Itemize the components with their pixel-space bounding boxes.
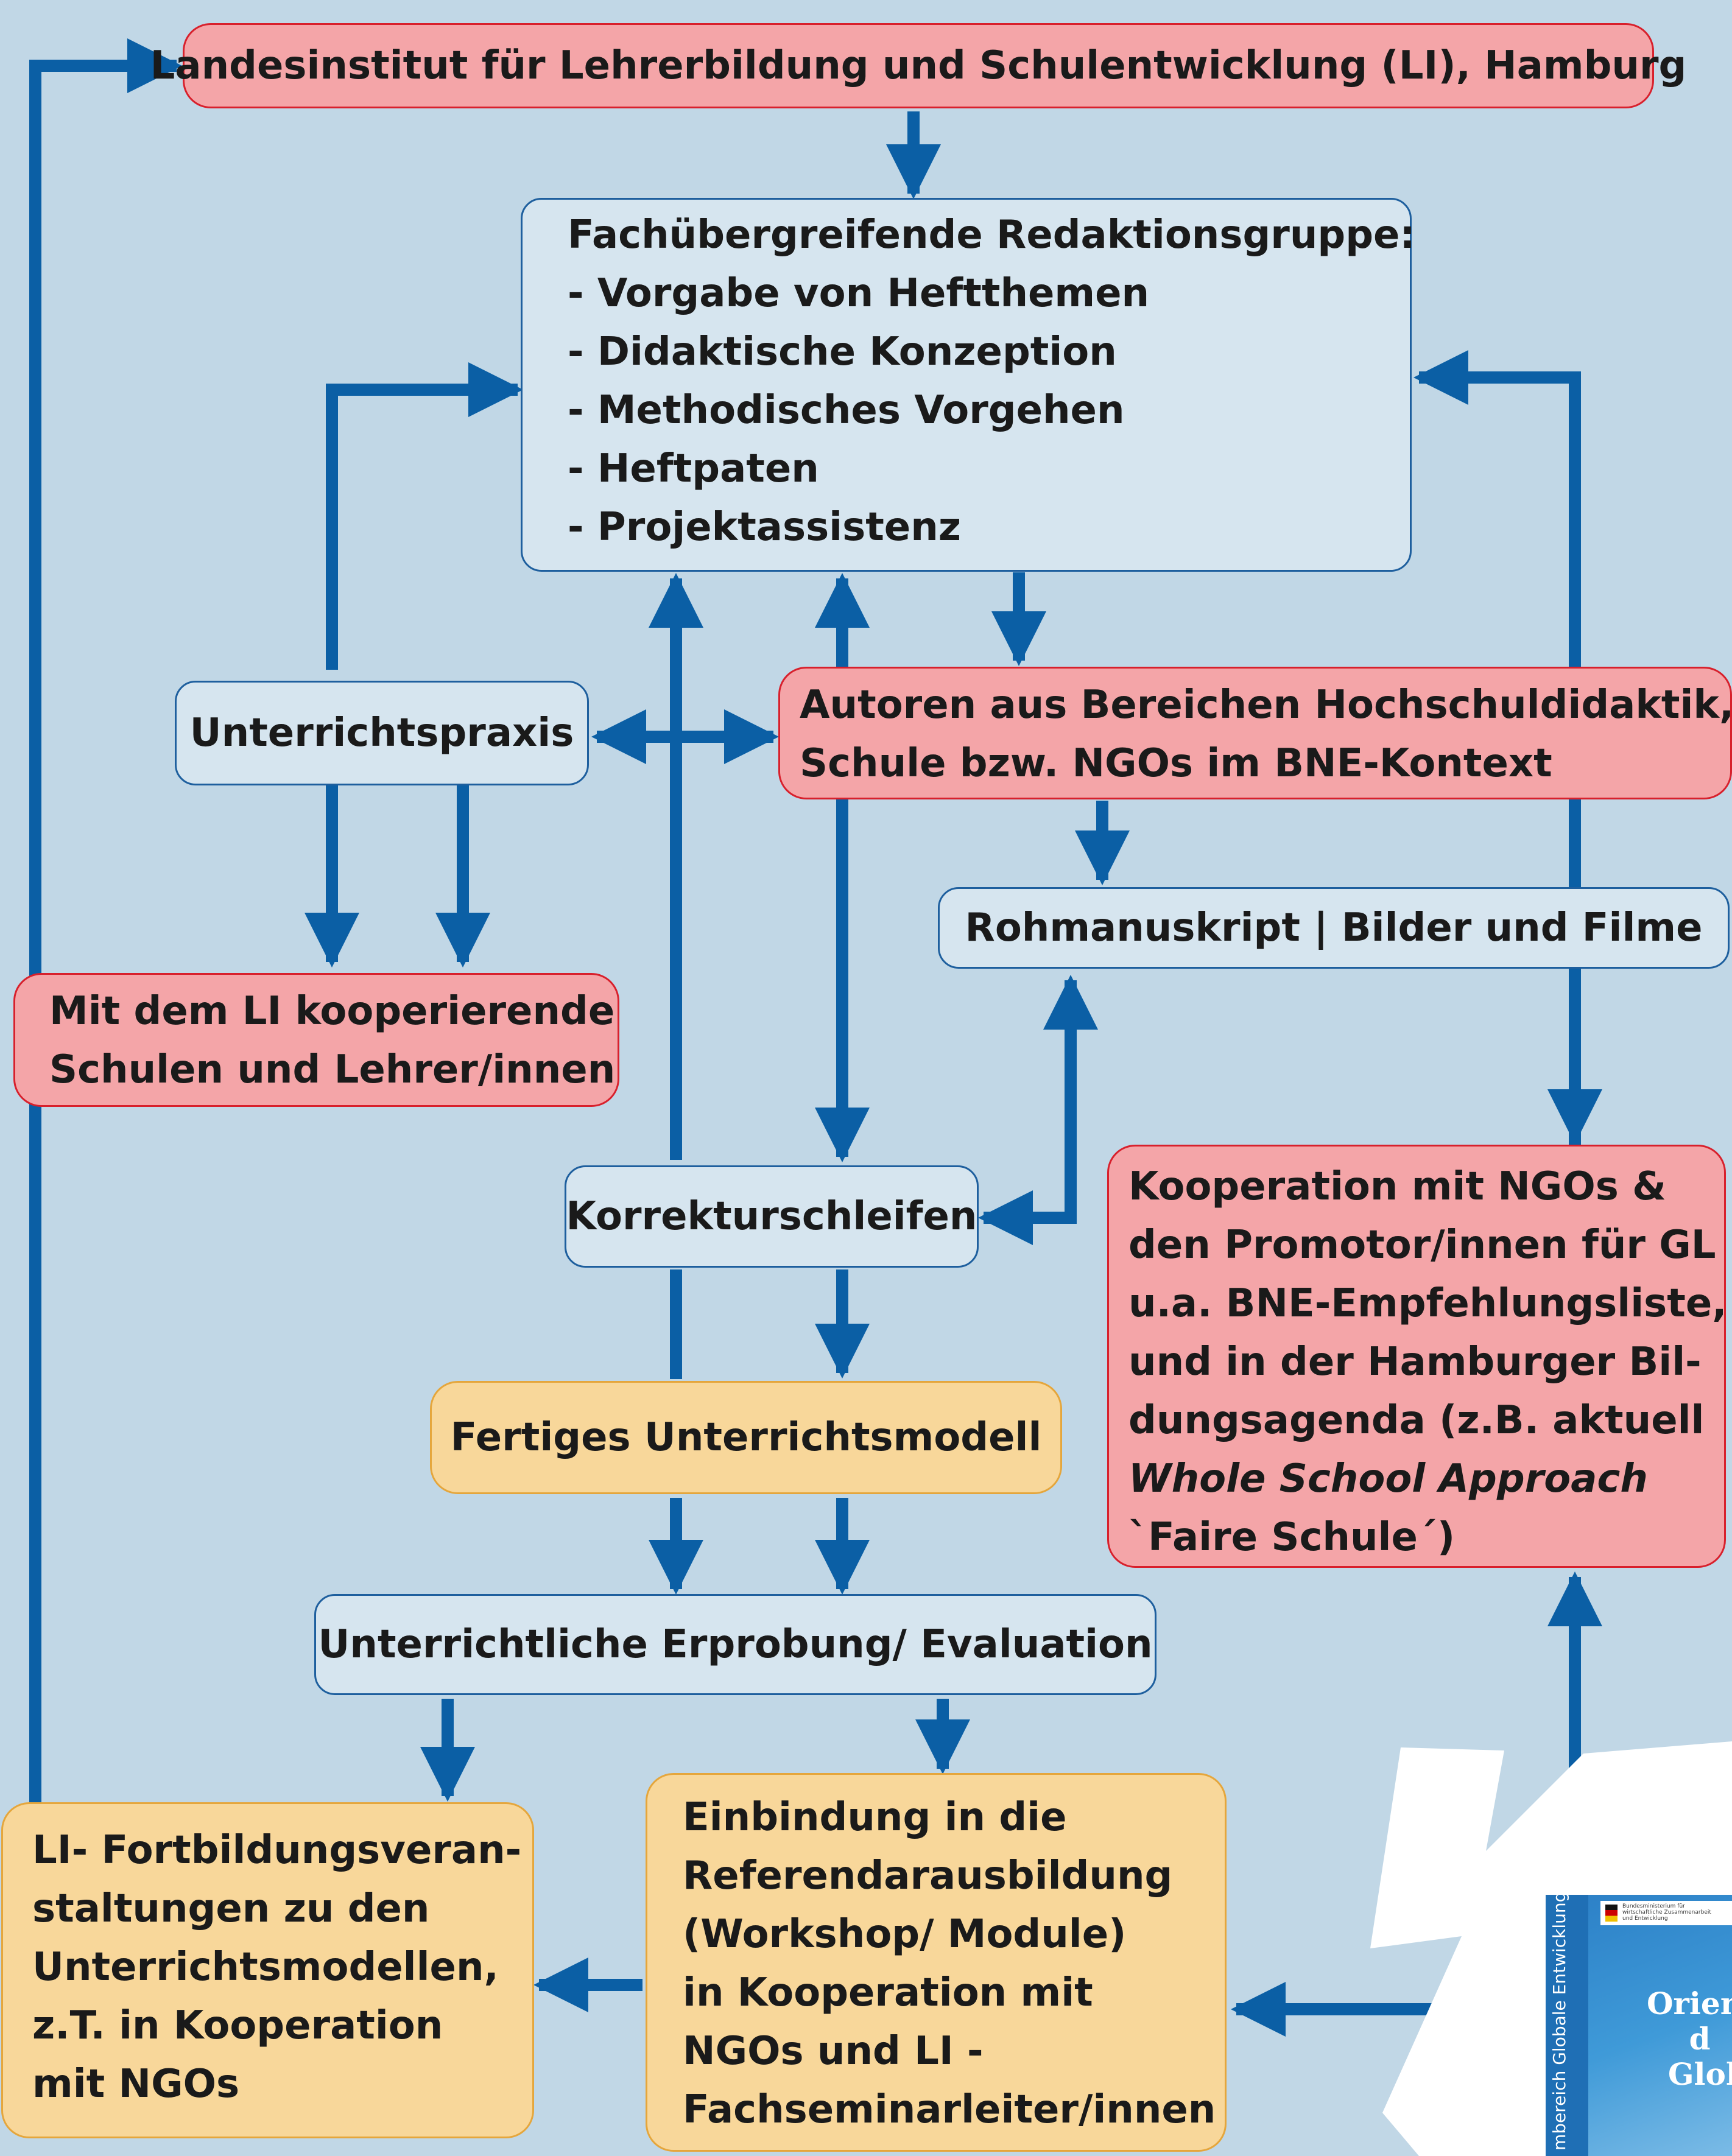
fortbildung-line: z.T. in Kooperation bbox=[32, 2003, 443, 2048]
redaktion-line: - Projektassistenz bbox=[568, 505, 961, 550]
fortbildung-line: staltungen zu den bbox=[32, 1886, 430, 1931]
fortbildung-box: LI- Fortbildungsveran- staltungen zu den… bbox=[1, 1802, 534, 2138]
redaktion-line: - Didaktische Konzeption bbox=[568, 329, 1117, 374]
einbindung-line: Fachseminarleiter/innen bbox=[683, 2087, 1216, 2132]
kooperation-line: den Promotor/innen für GL bbox=[1128, 1223, 1716, 1268]
kooperation-line: `Faire Schule´) bbox=[1128, 1515, 1456, 1560]
li-label: Landesinstitut für Lehrerbildung und Sch… bbox=[150, 43, 1687, 88]
schulen-line: Schulen und Lehrer/innen bbox=[49, 1047, 616, 1092]
kooperation-line: dungsagenda (z.B. aktuell bbox=[1128, 1398, 1705, 1443]
korrektur-box: Korrekturschleifen bbox=[565, 1165, 979, 1268]
federal-eagle-logo-icon bbox=[1605, 1905, 1618, 1922]
einbindung-box: Einbindung in die Referendarausbildung (… bbox=[646, 1773, 1227, 2152]
einbindung-line: NGOs und LI - bbox=[683, 2029, 984, 2074]
fortbildung-line: LI- Fortbildungsveran- bbox=[32, 1828, 522, 1873]
fortbildung-line: Unterrichtsmodellen, bbox=[32, 1945, 499, 1990]
publication-header-band bbox=[1600, 1901, 1732, 1925]
redaktion-line: - Methodisches Vorgehen bbox=[568, 388, 1125, 433]
publication-cover-image: Bundesministerium für wirtschaftliche Zu… bbox=[1546, 1895, 1732, 2156]
autoren-box: Autoren aus Bereichen Hochschuldidaktik,… bbox=[778, 667, 1732, 799]
unterrichtspraxis-box: Unterrichtspraxis bbox=[175, 681, 589, 785]
arrow-praxis-to-redaktion bbox=[326, 362, 523, 670]
publication-spine-strip bbox=[1546, 1895, 1588, 2156]
rohmanuskript-label: Rohmanuskript | Bilder und Filme bbox=[965, 905, 1703, 950]
publication-spine-text: mbereich Globale Entwicklung bbox=[1549, 1895, 1569, 2151]
fortbildung-line: mit NGOs bbox=[32, 2062, 240, 2107]
rohmanuskript-box: Rohmanuskript | Bilder und Filme bbox=[938, 887, 1730, 969]
publication-logo-text: Bundesministerium für wirtschaftliche Zu… bbox=[1622, 1903, 1711, 1922]
redaktion-line: Fachübergreifende Redaktionsgruppe: bbox=[568, 212, 1415, 258]
kooperation-line: u.a. BNE-Empfehlungsliste, bbox=[1128, 1281, 1727, 1326]
arrow-korrektur-to-rohmanuskript bbox=[987, 975, 1098, 1224]
einbindung-line: Referendarausbildung bbox=[683, 1853, 1173, 1898]
publication-title: Orient d Glol bbox=[1647, 1986, 1732, 2092]
fertiges-box: Fertiges Unterrichtsmodell bbox=[430, 1381, 1062, 1494]
li-box: Landesinstitut für Lehrerbildung und Sch… bbox=[150, 23, 1686, 108]
autoren-line: Schule bzw. NGOs im BNE-Kontext bbox=[800, 741, 1552, 786]
kooperation-line: Whole School Approach bbox=[1128, 1456, 1648, 1501]
schulen-box: Mit dem LI kooperierende Schulen und Leh… bbox=[13, 973, 619, 1107]
erprobung-box: Unterrichtliche Erprobung/ Evaluation bbox=[314, 1594, 1156, 1695]
redaktion-box: Fachübergreifende Redaktionsgruppe: - Vo… bbox=[521, 198, 1415, 572]
autoren-line: Autoren aus Bereichen Hochschuldidaktik, bbox=[800, 683, 1732, 728]
kooperation-box: Kooperation mit NGOs & den Promotor/inne… bbox=[1107, 1145, 1727, 1568]
redaktion-line: - Vorgabe von Heftthemen bbox=[568, 271, 1150, 316]
kooperation-line: Kooperation mit NGOs & bbox=[1128, 1164, 1666, 1209]
einbindung-line: (Workshop/ Module) bbox=[683, 1912, 1127, 1957]
fertiges-label: Fertiges Unterrichtsmodell bbox=[450, 1415, 1042, 1460]
unterrichtspraxis-label: Unterrichtspraxis bbox=[189, 711, 574, 756]
kooperation-line: und in der Hamburger Bil- bbox=[1128, 1340, 1702, 1385]
arrow-fortbildung-to-li bbox=[29, 38, 182, 1802]
korrektur-label: Korrekturschleifen bbox=[566, 1194, 977, 1239]
redaktion-line: - Heftpaten bbox=[568, 446, 819, 491]
erprobung-label: Unterrichtliche Erprobung/ Evaluation bbox=[318, 1622, 1153, 1667]
schulen-line: Mit dem LI kooperierende bbox=[49, 989, 615, 1034]
einbindung-line: Einbindung in die bbox=[683, 1795, 1067, 1840]
einbindung-line: in Kooperation mit bbox=[683, 1970, 1093, 2015]
